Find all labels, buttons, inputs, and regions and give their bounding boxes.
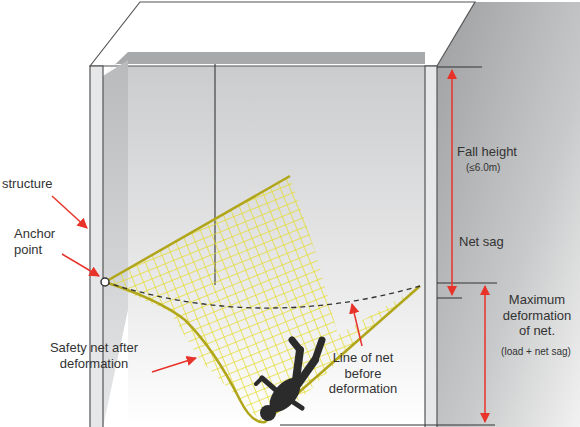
- dimension-note: (≤6.0m): [466, 162, 536, 174]
- falling-person: [256, 340, 322, 421]
- structure-label: structure: [2, 176, 82, 192]
- dimension-label: Fall height: [457, 144, 537, 160]
- net-before-label: Line of net before deformation: [322, 350, 404, 397]
- dimension-label: Net sag: [459, 234, 529, 250]
- safety-net: [101, 176, 420, 422]
- dimension-note: (load + net sag): [494, 346, 578, 358]
- anchor-label: Anchor point: [14, 226, 70, 257]
- net-after-label: Safety net after deformation: [38, 340, 150, 371]
- dimension-label: Maximum deformation of net.: [496, 292, 578, 339]
- structure-frame: [90, 2, 580, 427]
